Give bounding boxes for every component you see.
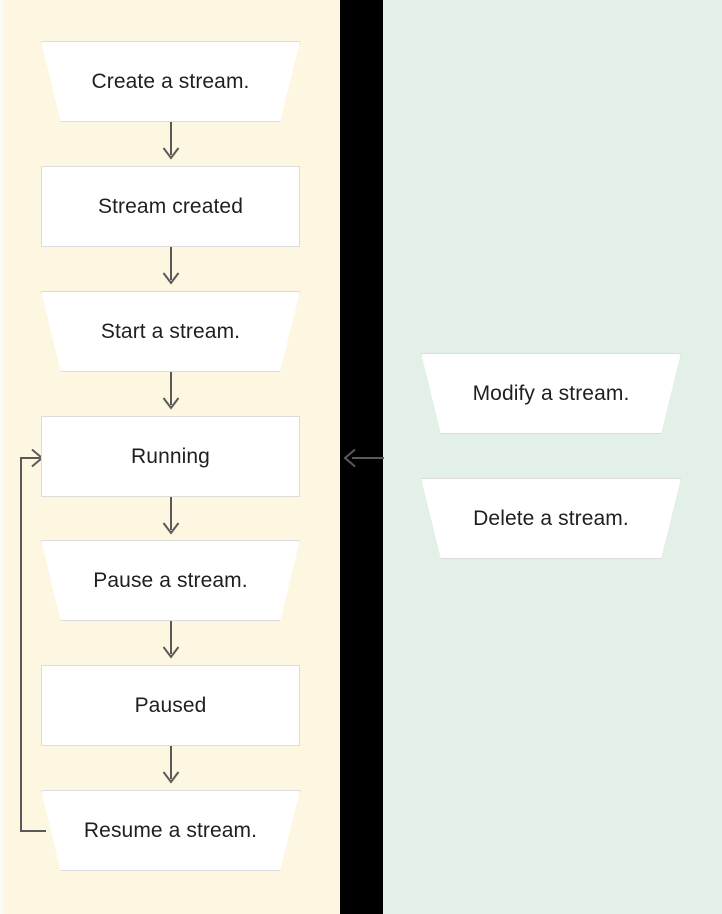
node-paused[interactable]: Paused — [41, 665, 300, 746]
node-running-label: Running — [131, 445, 210, 468]
node-start-a-stream-shape — [41, 291, 300, 372]
edge-pause-to-paused-line — [170, 621, 172, 654]
node-modify-a-stream[interactable]: Modify a stream. — [421, 353, 681, 434]
edge-resume-to-running-segment-top — [20, 457, 40, 459]
node-delete-a-stream[interactable]: Delete a stream. — [421, 478, 681, 559]
node-pause-a-stream-label: Pause a stream. — [93, 569, 248, 592]
edge-resume-to-running-segment-vertical — [20, 457, 22, 831]
node-modify-a-stream-shape — [421, 353, 681, 434]
node-running[interactable]: Running — [41, 416, 300, 497]
node-create-a-stream-label: Create a stream. — [91, 70, 250, 93]
edge-management-to-running-line — [352, 457, 384, 459]
node-paused-label: Paused — [134, 694, 207, 717]
edge-paused-to-resume-line — [170, 746, 172, 779]
edge-running-to-pause-line — [170, 497, 172, 530]
edge-create-to-created-line — [170, 122, 172, 155]
edge-created-to-start-arrowhead — [162, 267, 180, 287]
edge-create-to-created-arrowhead — [162, 142, 180, 162]
edge-start-to-running-arrowhead — [162, 392, 180, 412]
node-stream-created-label: Stream created — [98, 195, 243, 218]
node-resume-a-stream[interactable]: Resume a stream. — [41, 790, 300, 871]
edge-created-to-start-line — [170, 247, 172, 280]
node-stream-created[interactable]: Stream created — [41, 166, 300, 247]
node-delete-a-stream-label: Delete a stream. — [473, 507, 629, 530]
canvas-left-edge-strip — [0, 0, 3, 914]
edge-paused-to-resume-arrowhead — [162, 766, 180, 786]
node-create-a-stream-shape — [41, 41, 300, 122]
node-delete-a-stream-shape — [421, 478, 681, 559]
edge-resume-to-running-segment-bottom — [20, 830, 46, 832]
edge-start-to-running-line — [170, 372, 172, 405]
edge-running-to-pause-arrowhead — [162, 517, 180, 537]
node-start-a-stream-label: Start a stream. — [100, 320, 241, 343]
node-pause-a-stream[interactable]: Pause a stream. — [41, 540, 300, 621]
node-create-a-stream[interactable]: Create a stream. — [41, 41, 300, 122]
node-start-a-stream[interactable]: Start a stream. — [41, 291, 300, 372]
node-modify-a-stream-label: Modify a stream. — [472, 382, 630, 405]
edge-management-to-running-arrowhead — [341, 447, 361, 469]
node-resume-a-stream-shape — [41, 790, 300, 871]
stream-management-lane — [383, 0, 722, 914]
edge-pause-to-paused-arrowhead — [162, 641, 180, 661]
node-resume-a-stream-label: Resume a stream. — [83, 819, 258, 842]
